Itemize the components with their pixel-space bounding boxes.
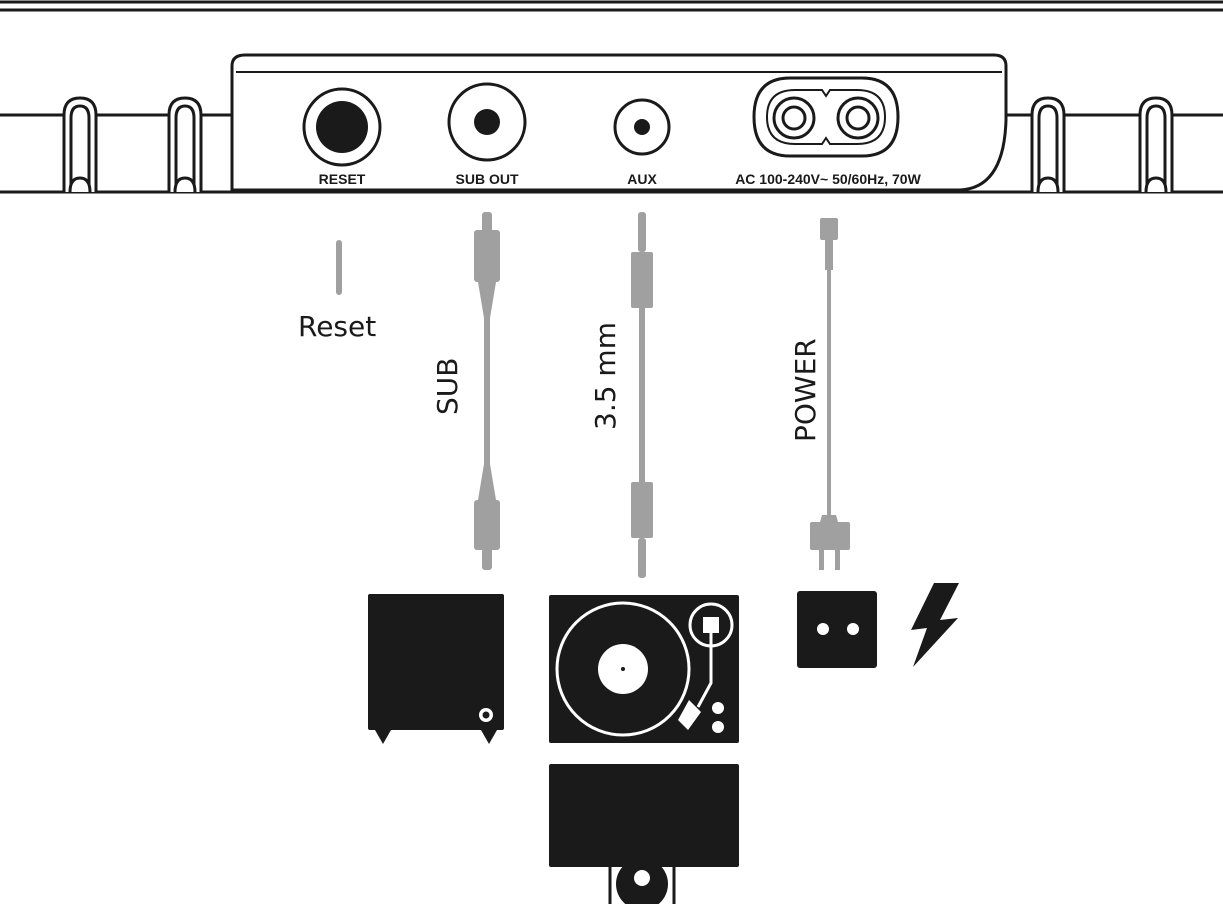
power-cable-label: POWER <box>789 338 822 442</box>
sub-cable-label: SUB <box>431 358 464 415</box>
sub-rca-cable-icon <box>474 212 500 570</box>
foot-loop <box>167 96 203 193</box>
subwoofer-icon <box>368 594 504 744</box>
foot-loop <box>1030 96 1066 193</box>
soundbar-feet <box>62 96 1174 193</box>
aux-35mm-cable-icon <box>631 212 653 578</box>
power-port <box>752 76 900 158</box>
lightning-bolt-icon <box>911 583 959 667</box>
music-device-icon <box>549 764 739 904</box>
foot-loop <box>62 96 98 193</box>
aux-port-label: AUX <box>627 171 657 187</box>
reset-port-label: RESET <box>319 171 366 187</box>
aux-port <box>613 98 671 156</box>
sub-out-port-label: SUB OUT <box>456 171 519 187</box>
foot-loop <box>1138 96 1174 193</box>
frame-top-lines <box>0 0 1223 12</box>
reset-port <box>302 87 382 167</box>
aux-cable-label: 3.5 mm <box>589 322 622 430</box>
reset-pin-icon <box>336 240 342 295</box>
power-rating-label: AC 100-240V~ 50/60Hz, 70W <box>735 171 921 187</box>
power-cable-icon <box>810 218 850 570</box>
turntable-icon <box>549 595 739 743</box>
wall-outlet-icon <box>797 591 877 668</box>
reset-pin-label: Reset <box>298 310 376 343</box>
sub-out-port <box>447 82 527 162</box>
